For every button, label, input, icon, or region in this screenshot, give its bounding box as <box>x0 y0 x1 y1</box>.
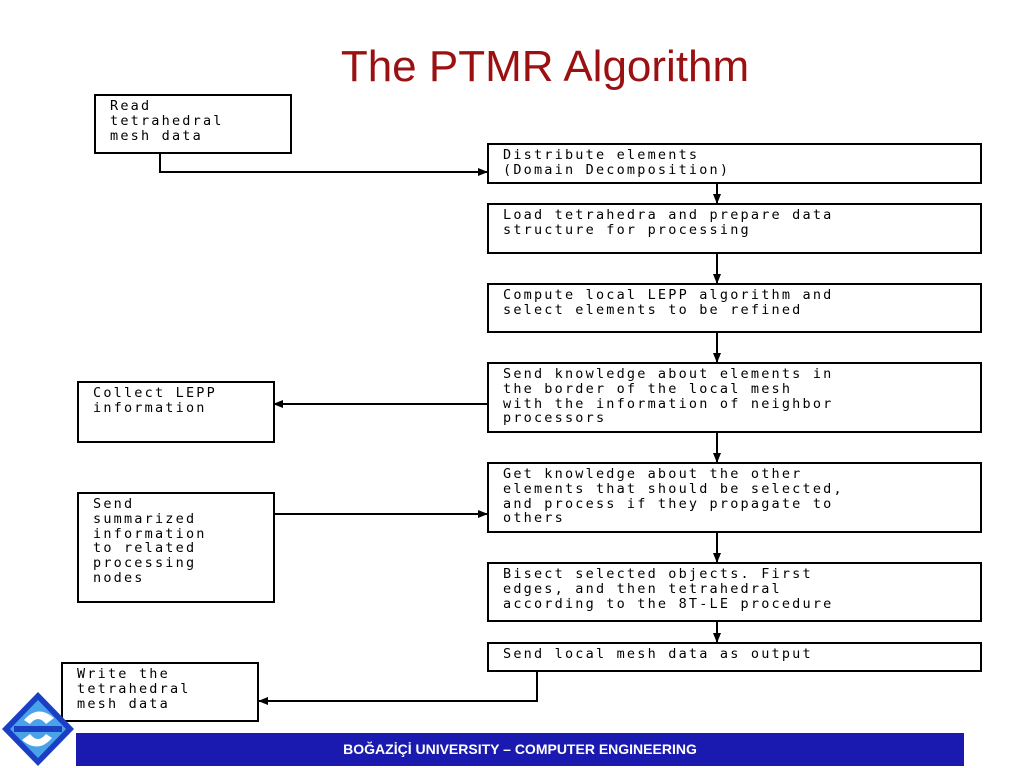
arrow-output-to-write <box>258 671 538 705</box>
box-compute-lepp: Compute local LEPP algorithm and select … <box>487 283 982 333</box>
box-distribute-elements: Distribute elements (Domain Decompositio… <box>487 143 982 184</box>
box-load-tetrahedra: Load tetrahedra and prepare data structu… <box>487 203 982 254</box>
box-get-knowledge: Get knowledge about the other elements t… <box>487 462 982 533</box>
box-send-knowledge: Send knowledge about elements in the bor… <box>487 362 982 433</box>
box-send-summarized: Send summarized information to related p… <box>77 492 275 603</box>
slide-title: The PTMR Algorithm <box>340 42 750 91</box>
footer-bar: BOĞAZİÇİ UNIVERSITY – COMPUTER ENGINEERI… <box>76 733 964 766</box>
box-read-mesh: Read tetrahedral mesh data <box>94 94 292 154</box>
box-bisect-objects: Bisect selected objects. First edges, an… <box>487 562 982 622</box>
box-write-mesh: Write the tetrahedral mesh data <box>61 662 259 722</box>
box-send-output: Send local mesh data as output <box>487 642 982 672</box>
box-collect-lepp: Collect LEPP information <box>77 381 275 443</box>
arrow-read-to-distribute <box>159 153 488 176</box>
university-logo-icon <box>2 692 74 766</box>
